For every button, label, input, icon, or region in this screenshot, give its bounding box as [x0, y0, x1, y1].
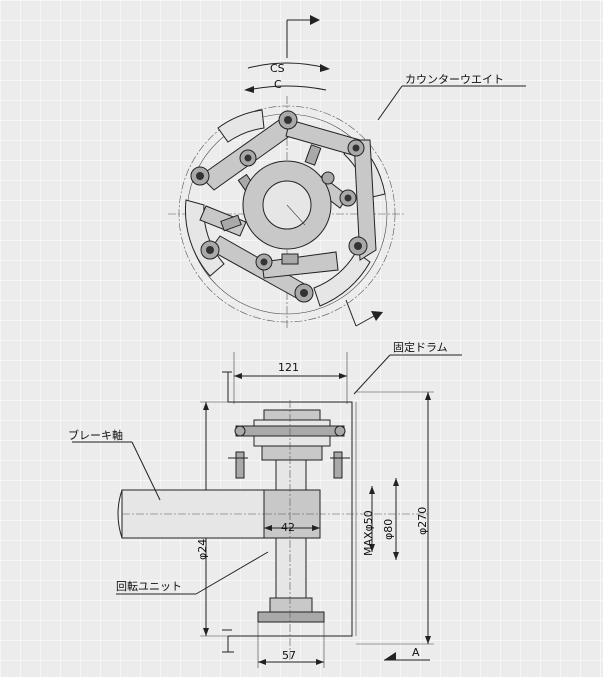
dim-57: 57 [282, 649, 296, 662]
dim-270: φ270 [416, 507, 429, 535]
view-arrow-top [286, 15, 320, 58]
dim-80: φ80 [382, 519, 395, 540]
c-label: C [274, 78, 282, 91]
top-view: CS C [168, 15, 526, 330]
fixed-drum-label: 固定ドラム [393, 340, 448, 354]
cs-label: CS [270, 62, 285, 75]
cs-rotation-arc [247, 62, 327, 69]
dim-42: 42 [281, 521, 295, 534]
dim-max50: MAXφ50 [362, 510, 375, 556]
c-rotation-arc [247, 85, 327, 91]
pivot-bolts [190, 110, 368, 303]
dim-121: 121 [278, 361, 299, 374]
view-arrow-bottom [345, 299, 383, 327]
counterweight-label: カウンターウエイト [405, 73, 504, 86]
fixed-drum [227, 372, 353, 637]
brake-shaft-label: ブレーキ軸 [68, 428, 123, 442]
side-view: 121 固定ドラム φ245±0.1 φ270 φ80 MAXφ50 [68, 340, 462, 668]
rotating-unit-label: 回転ユニット [116, 580, 182, 593]
view-a-label: A [412, 646, 420, 659]
